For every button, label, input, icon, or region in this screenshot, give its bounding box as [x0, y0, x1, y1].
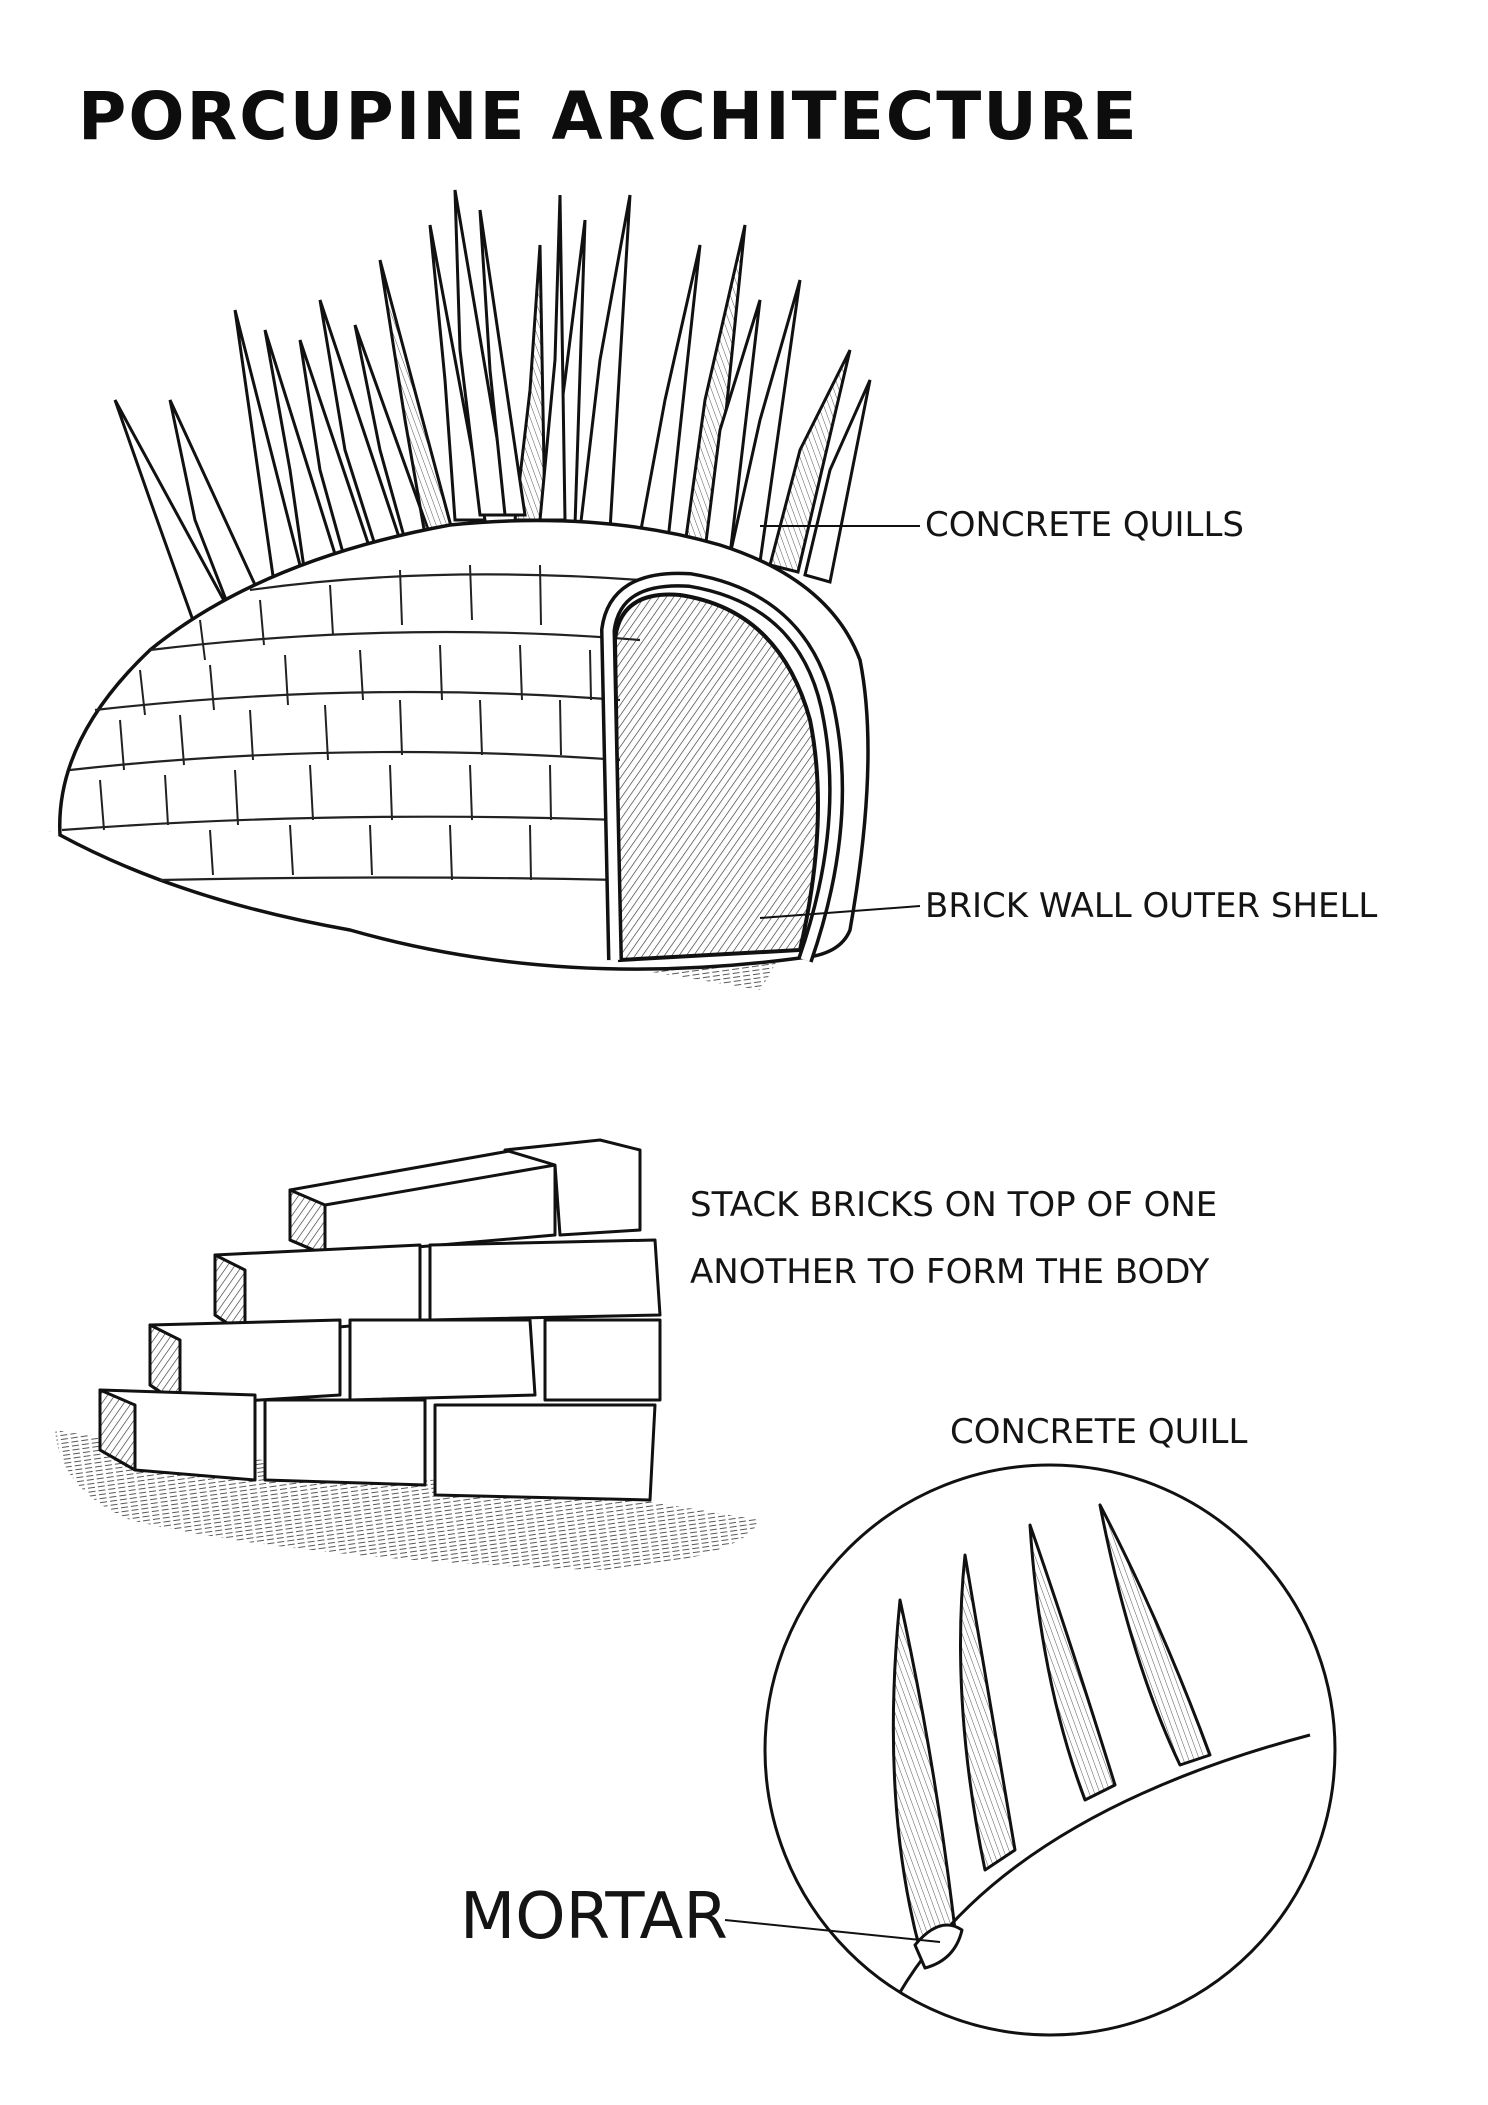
leader-brick-shell: [759, 905, 921, 919]
detail-quill-2: [959, 1553, 1017, 1872]
brick-stack: [55, 1138, 760, 1570]
page-title: PORCUPINE ARCHITECTURE: [78, 78, 1139, 155]
doorway: [612, 592, 820, 963]
detail-circle: [763, 1463, 1337, 2037]
detail-quill-3: [1028, 1523, 1117, 1802]
label-brick-wall-outer-shell: BRICK WALL OUTER SHELL: [925, 886, 1378, 926]
brick-joints: [99, 564, 592, 881]
label-stack-bricks-line2: ANOTHER TO FORM THE BODY: [690, 1252, 1210, 1292]
concrete-quills: [113, 189, 872, 642]
label-mortar: MORTAR: [460, 1880, 728, 1954]
label-concrete-quills: CONCRETE QUILLS: [925, 505, 1244, 545]
label-stack-bricks-line1: STACK BRICKS ON TOP OF ONE: [690, 1185, 1218, 1225]
detail-quill-4: [1098, 1503, 1212, 1767]
label-concrete-quill: CONCRETE QUILL: [950, 1412, 1248, 1452]
brick-courses: [61, 573, 641, 882]
quill-detail: [724, 1463, 1337, 2037]
leader-mortar: [724, 1919, 941, 1943]
porcupine-building: [45, 189, 872, 990]
mortar-blob: [913, 1923, 964, 1970]
